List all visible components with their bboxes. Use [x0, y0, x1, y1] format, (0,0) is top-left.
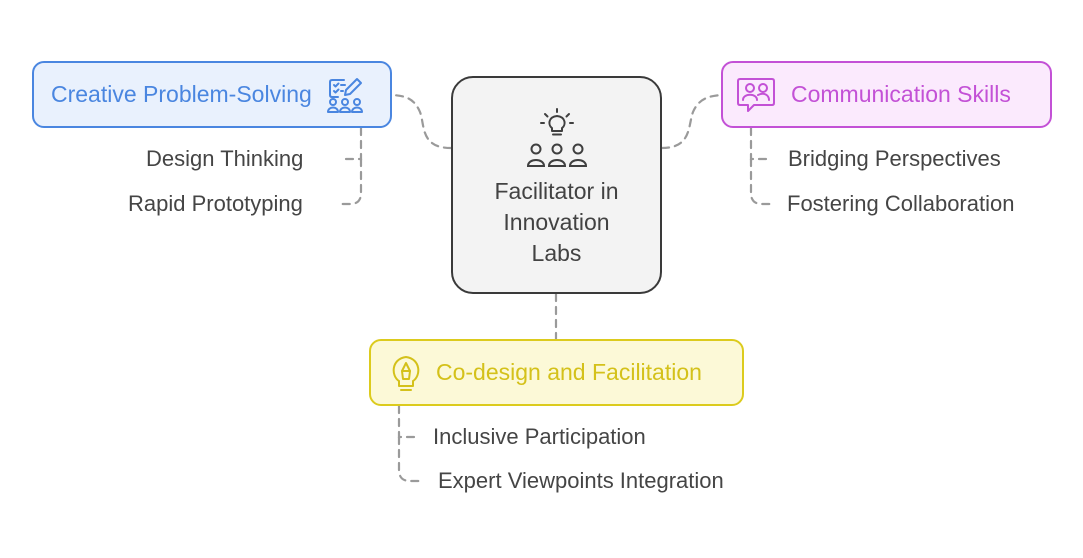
subitem-bridging-perspectives: Bridging Perspectives [788, 146, 1001, 171]
connector-bridging-perspectives [749, 126, 774, 161]
subitem-fostering-collaboration: Fostering Collaboration [787, 191, 1015, 216]
subitem-design-thinking: Design Thinking [146, 146, 304, 171]
connector-fostering-collaboration [749, 157, 775, 206]
connector-expert-viewpoints [397, 435, 426, 483]
connector-center-to-creative [391, 93, 453, 150]
checklist-pencil-group-icon [326, 77, 363, 113]
center-title-line: Innovation [503, 209, 610, 235]
center-title-line: Labs [531, 240, 582, 266]
lightbulb-icon [539, 108, 574, 136]
topic-communication-skills: Communication Skills [721, 61, 1052, 128]
topic-title: Communication Skills [791, 81, 1011, 107]
connector-center-to-communication [660, 93, 723, 150]
subitem-rapid-prototyping: Rapid Prototyping [128, 191, 303, 216]
center-title-line: Facilitator in [494, 178, 619, 204]
team-icon [526, 143, 587, 167]
topic-creative-problem-solving: Creative Problem-Solving [32, 61, 392, 128]
topic-title: Co-design and Facilitation [436, 359, 702, 385]
connector-inclusive-participation [397, 404, 422, 439]
lightbulb-pen-icon [392, 355, 420, 391]
topic-title: Creative Problem-Solving [51, 81, 312, 107]
topic-codesign-facilitation: Co-design and Facilitation [369, 339, 744, 406]
connector-rapid-prototyping [338, 157, 363, 206]
subitem-expert-viewpoints-integration: Expert Viewpoints Integration [438, 468, 724, 493]
center-title: Facilitator in Innovation Labs [495, 176, 619, 269]
people-chat-icon [737, 77, 775, 112]
center-icon-group [526, 108, 588, 168]
subitem-inclusive-participation: Inclusive Participation [433, 424, 646, 449]
central-node: Facilitator in Innovation Labs [451, 76, 662, 294]
connector-design-thinking [338, 126, 363, 161]
